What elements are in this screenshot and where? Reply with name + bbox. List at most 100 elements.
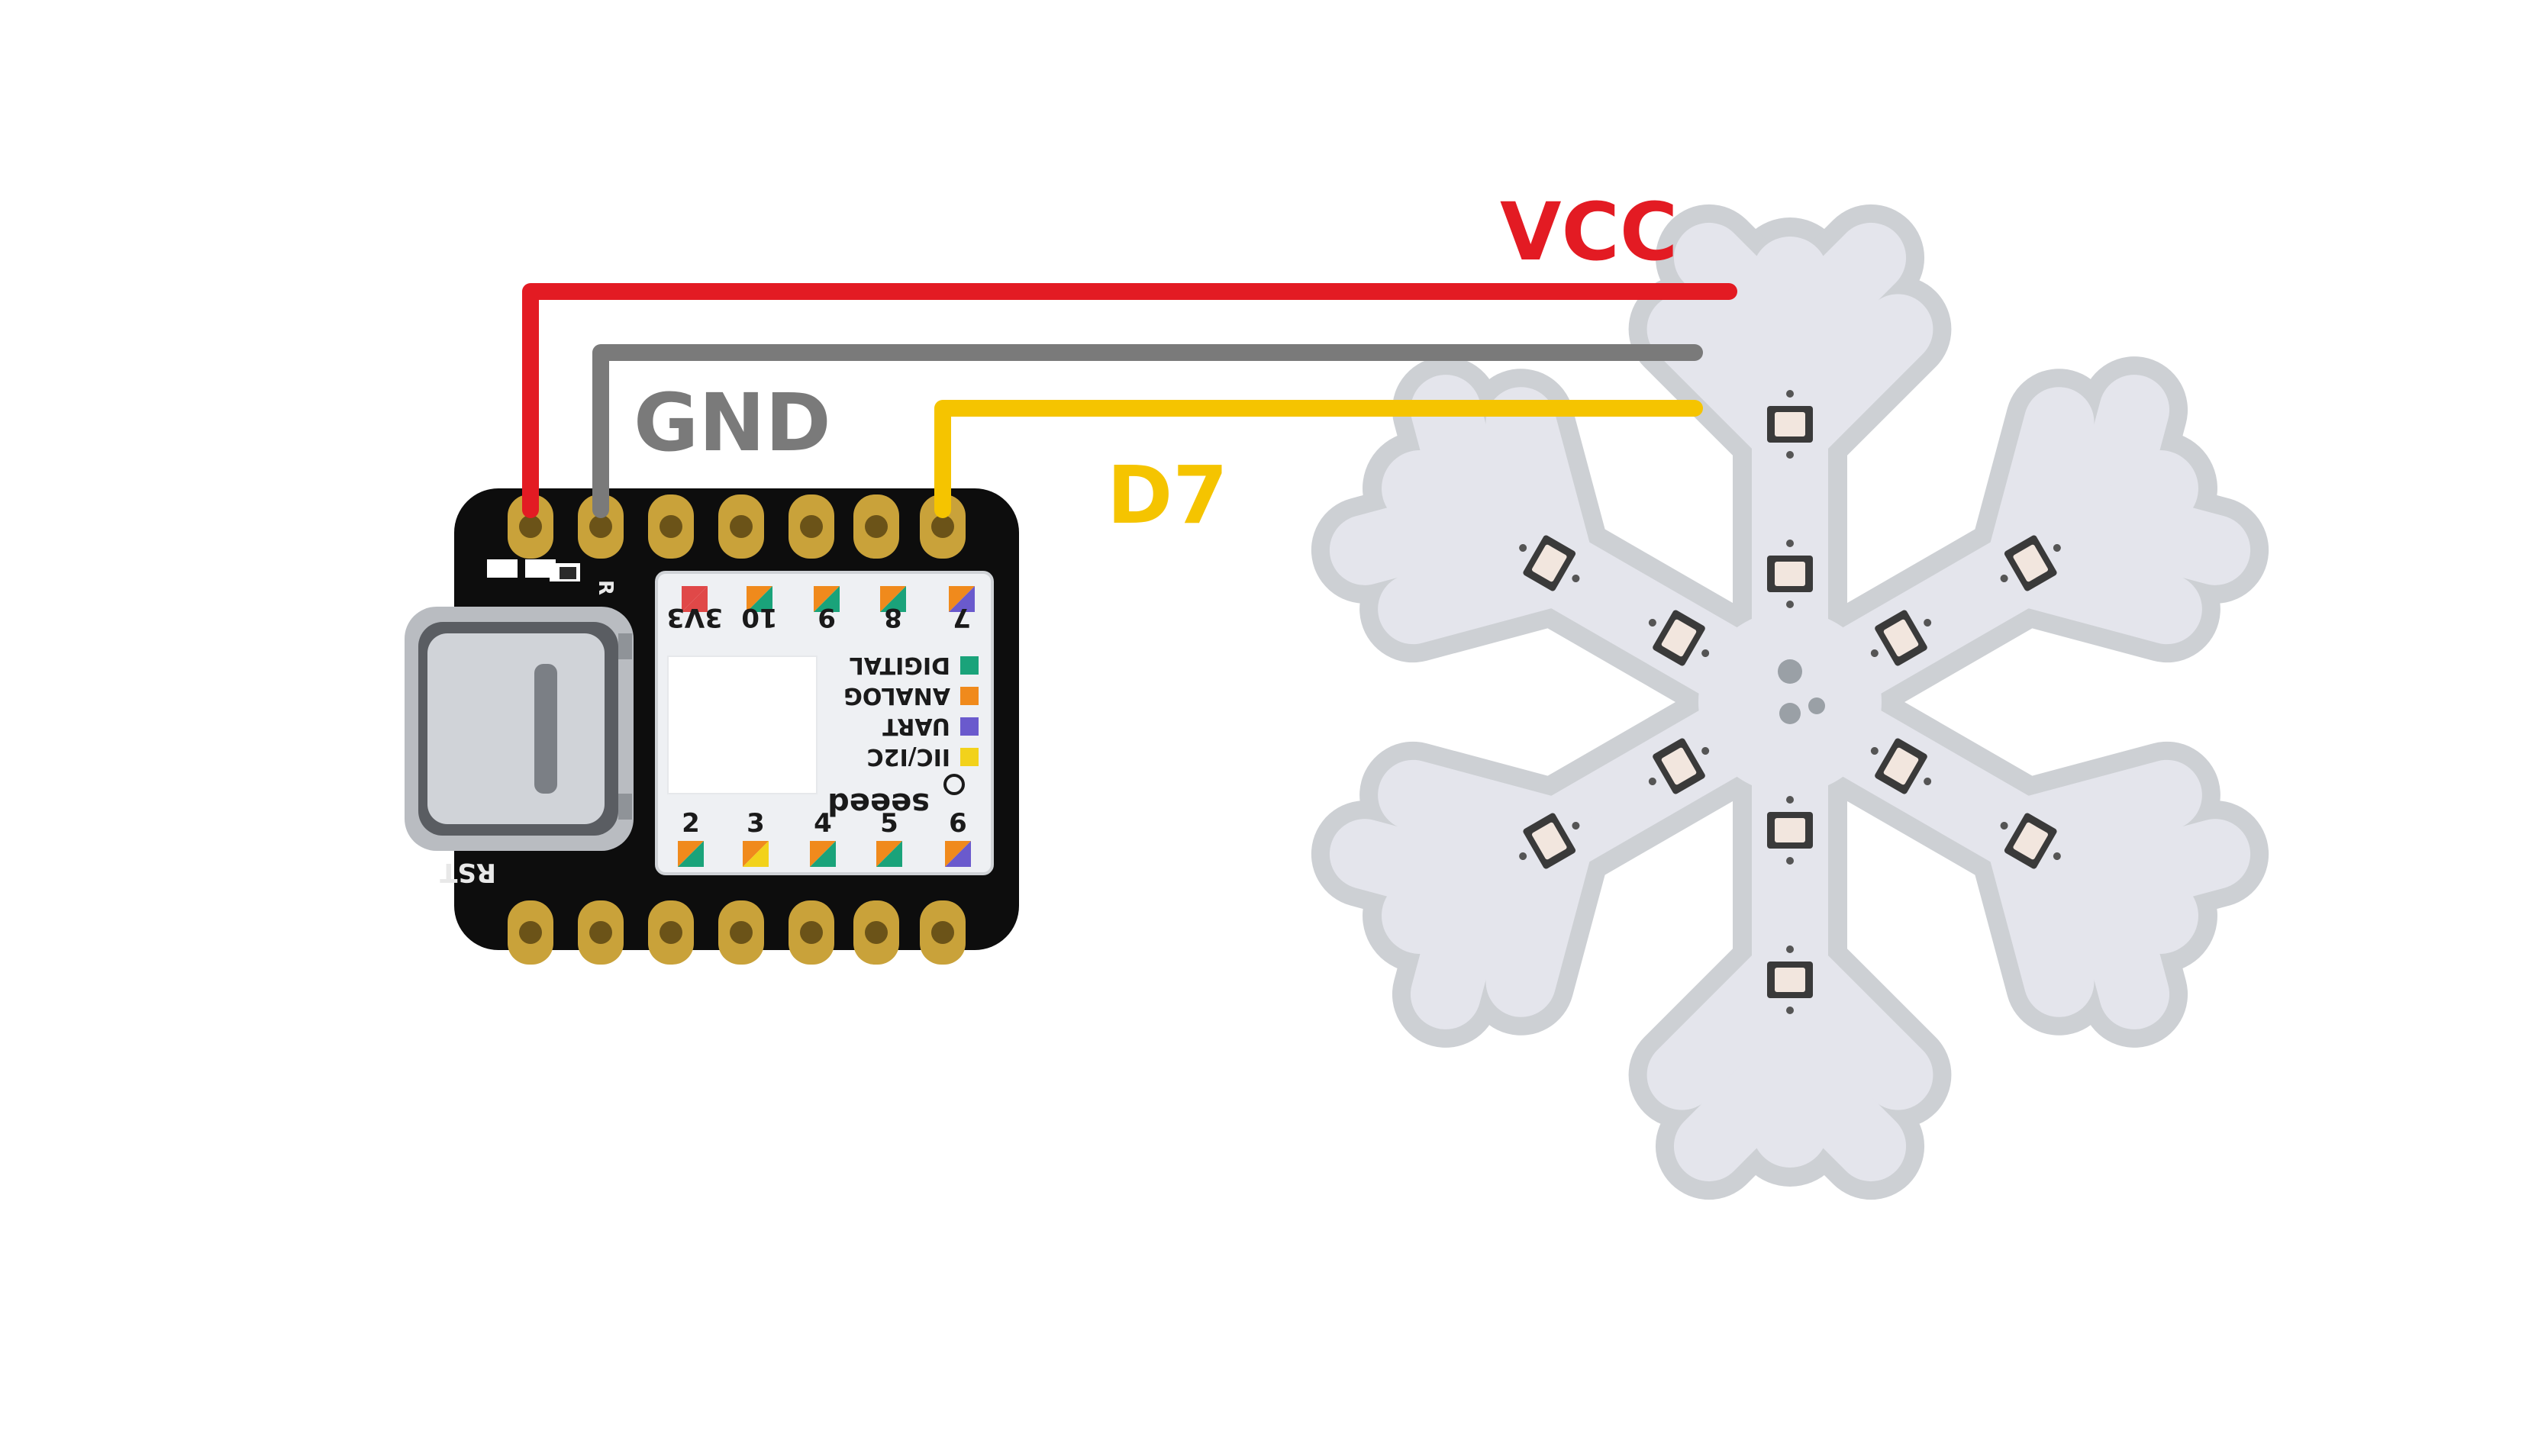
vcc-wire <box>522 283 1737 518</box>
led-via <box>1519 544 1527 552</box>
rf-shield <box>655 571 994 875</box>
led-lens <box>1775 562 1805 586</box>
brand-icon <box>943 774 965 795</box>
pin-marker <box>945 841 971 867</box>
usb-c-tab <box>618 794 632 820</box>
pin-label-9: 9 <box>818 602 836 633</box>
pad-hole <box>519 921 542 944</box>
pin-marker <box>682 586 708 612</box>
ws2812-led <box>2000 813 2061 869</box>
led-via <box>1924 778 1932 785</box>
snowflake-led-board <box>1311 204 2269 1200</box>
pin-label-3: 3 <box>747 808 765 839</box>
pad-hole <box>865 515 888 538</box>
led-lens <box>1661 747 1697 785</box>
hub-via <box>1779 703 1801 724</box>
d7-label: D7 <box>1107 449 1228 542</box>
led-lens <box>1532 822 1567 860</box>
top-pin-labels: 3V3 10 9 8 7 <box>666 602 971 633</box>
pin-marker <box>747 586 772 612</box>
pad-hole <box>589 515 612 538</box>
led-lens <box>2013 544 2048 582</box>
branch-inner <box>2069 849 2170 1029</box>
led-via <box>2000 575 2008 582</box>
branch-inner <box>2069 485 2251 585</box>
led-via <box>1572 575 1580 582</box>
xiao-board: R RST 3V3 10 9 8 7 DIGITAL ANALOG UART I… <box>405 488 1019 965</box>
led-lens <box>1775 412 1805 436</box>
pad-hole <box>660 515 682 538</box>
led-via <box>2053 544 2061 552</box>
led-lens <box>1661 619 1697 657</box>
pad-hole <box>931 515 954 538</box>
ws2812-led <box>1767 796 1813 865</box>
ws2812-led <box>1870 610 1932 666</box>
pad-hole <box>730 515 753 538</box>
branch-inner <box>1755 222 1907 374</box>
led-via <box>1648 619 1656 627</box>
usb-c-tab <box>618 633 632 659</box>
pin-marker <box>678 841 704 867</box>
ws2812-led <box>1767 390 1813 459</box>
pin-marker <box>876 841 902 867</box>
pad-hole <box>519 515 542 538</box>
pin-marker <box>814 586 840 612</box>
bottom-pin-labels: 2 3 4 5 6 <box>682 808 967 839</box>
usb-c-connector <box>405 607 634 851</box>
pin-label-7: 7 <box>953 602 971 633</box>
pad-hole <box>865 921 888 944</box>
led-via <box>1786 540 1794 547</box>
led-lens <box>1883 747 1919 785</box>
pin-label-4: 4 <box>814 808 832 839</box>
pin-label-8: 8 <box>884 602 902 633</box>
d7-wire <box>934 400 1703 518</box>
shield-logo-area <box>667 656 818 794</box>
led-via <box>1786 601 1794 608</box>
led-via <box>1648 778 1656 785</box>
pin-marker <box>810 841 836 867</box>
pin-marker <box>743 841 769 867</box>
hub-via <box>1808 697 1825 714</box>
usb-c-tongue <box>534 664 557 794</box>
led-via <box>1786 945 1794 953</box>
top-pads <box>508 494 966 559</box>
bottom-pin-markers <box>678 841 971 867</box>
vcc-label: VCC <box>1500 185 1678 279</box>
led-via <box>1786 1007 1794 1014</box>
led-lens <box>1883 619 1919 657</box>
ws2812-led <box>1519 813 1580 869</box>
hub-via <box>1778 659 1802 684</box>
ws2812-led <box>1767 945 1813 1014</box>
ws2812-led <box>1870 738 1932 794</box>
legend-swatch-analog <box>960 687 979 705</box>
pad-hole <box>730 921 753 944</box>
ws2812-led <box>1767 540 1813 608</box>
pad-hole <box>589 921 612 944</box>
legend-uart: UART <box>882 713 950 739</box>
pin-label-10: 10 <box>741 602 777 633</box>
led-via <box>1701 649 1710 657</box>
legend-digital: DIGITAL <box>850 652 950 678</box>
ws2812-led <box>1519 535 1580 591</box>
top-pin-markers <box>682 586 975 612</box>
legend-swatch-uart <box>960 717 979 736</box>
gnd-label: GND <box>634 376 831 469</box>
pin-label-3v3: 3V3 <box>666 602 723 633</box>
pin-label-6: 6 <box>949 808 967 839</box>
led-group <box>1519 390 2061 1014</box>
legend-swatch-i2c <box>960 748 979 766</box>
branch-inner <box>1673 1030 1825 1182</box>
pad-hole <box>800 515 823 538</box>
brand-logo: seeed <box>827 786 930 821</box>
branch-inner <box>1329 819 1511 919</box>
ws2812-led <box>1648 738 1710 794</box>
pad-hole <box>931 921 954 944</box>
ws2812-led <box>1648 610 1710 666</box>
led-via <box>1924 619 1932 627</box>
gnd-wire <box>592 344 1703 518</box>
led-label: R <box>594 580 617 595</box>
legend-swatch-digital <box>960 656 979 675</box>
ws2812-led <box>2000 535 2061 591</box>
